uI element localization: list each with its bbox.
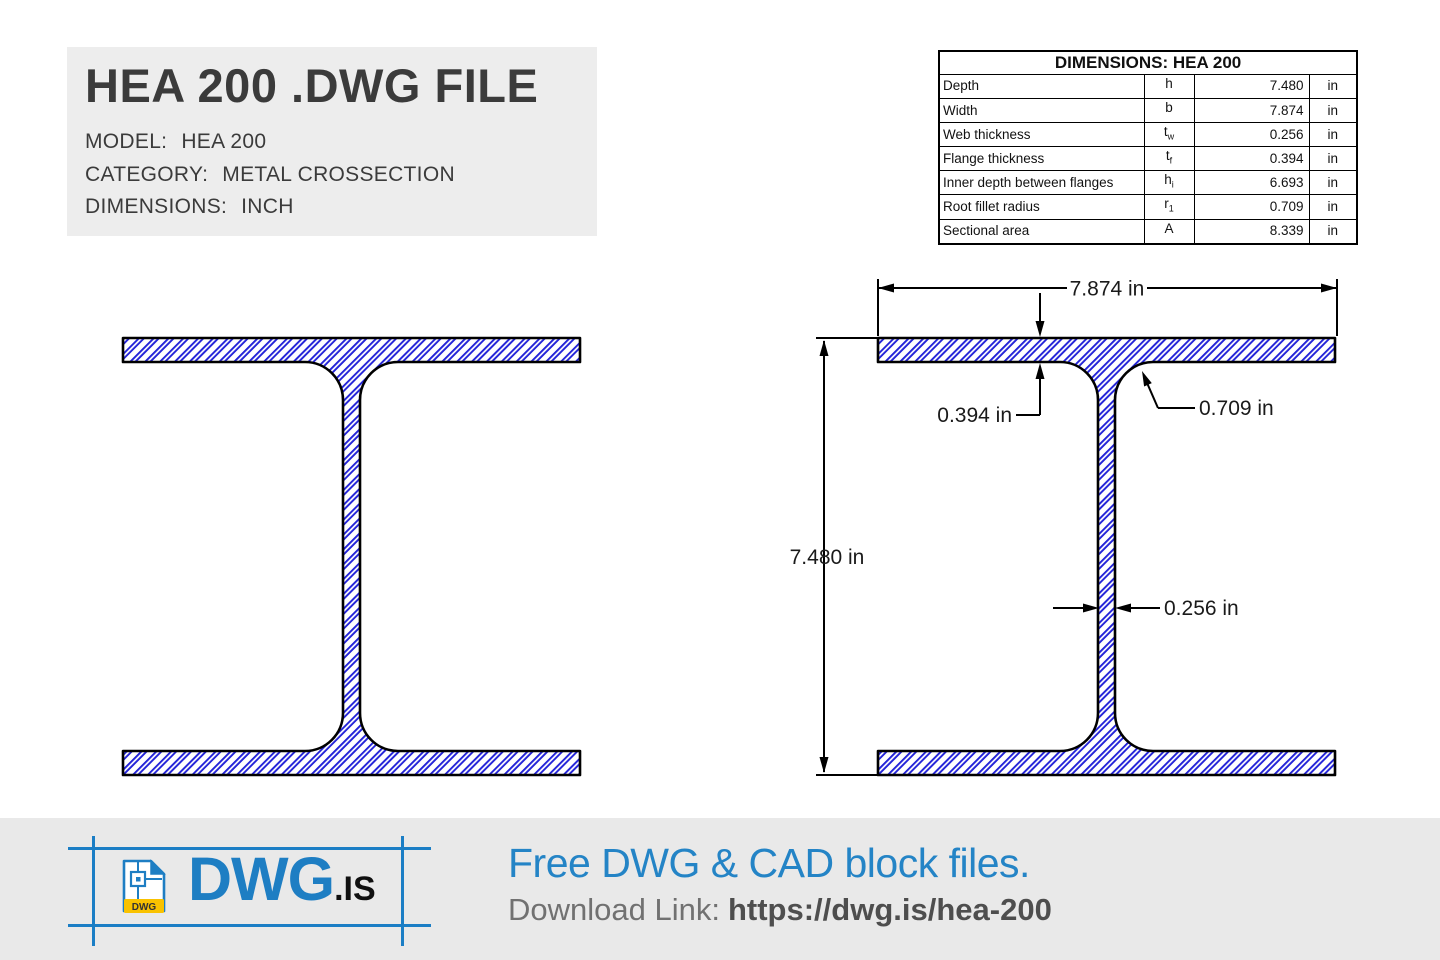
table-row: Depth h 7.480 in <box>938 73 1358 99</box>
download-line: Download Link:https://dwg.is/hea-200 <box>508 892 1052 928</box>
dwg-file-icon: DWG <box>122 859 166 913</box>
dwg-badge-label: DWG <box>132 902 157 913</box>
row-name: Width <box>938 97 1145 123</box>
crop-mark-right-line <box>401 836 404 946</box>
table-title: DIMENSIONS: HEA 200 <box>938 50 1358 75</box>
row-unit: in <box>1308 97 1358 123</box>
download-label: Download Link: <box>508 892 720 927</box>
flange-thickness-dimension: 0.394 in <box>937 293 1045 427</box>
table-row: Width b 7.874 in <box>938 97 1358 123</box>
spec-category-label: CATEGORY: <box>85 162 209 186</box>
height-dimension: 7.480 in <box>790 337 877 776</box>
footer-bar: DWG DWG.IS Free DWG & CAD block files. D… <box>0 818 1440 960</box>
row-name: Sectional area <box>938 218 1145 245</box>
ibeam-cross-section <box>876 336 1337 777</box>
crop-mark-left-line <box>92 836 95 946</box>
spec-category: CATEGORY: METAL CROSSECTION <box>85 159 597 192</box>
row-symbol: tf <box>1143 146 1195 172</box>
arrowhead-diagonal-icon <box>1142 371 1152 387</box>
row-value: 0.394 <box>1193 146 1310 172</box>
row-symbol: r1 <box>1143 194 1195 220</box>
ibeam-cross-section <box>121 336 582 777</box>
arrowhead-down-icon <box>819 757 829 773</box>
width-dimension: 7.874 in <box>877 278 1338 336</box>
footer-tagline: Free DWG & CAD block files. <box>508 840 1030 886</box>
table-header-row: DIMENSIONS: HEA 200 <box>938 50 1358 75</box>
row-value: 6.693 <box>1193 170 1310 196</box>
spec-model-value: HEA 200 <box>181 130 267 154</box>
row-symbol: hi <box>1143 170 1195 196</box>
row-name: Root fillet radius <box>938 194 1145 220</box>
crop-mark-top-line <box>68 847 431 850</box>
table-row: Web thickness tw 0.256 in <box>938 121 1358 148</box>
row-name: Depth <box>938 73 1145 99</box>
width-dimension-label: 7.874 in <box>1070 278 1145 301</box>
row-value: 0.709 <box>1193 194 1310 220</box>
fillet-radius-label: 0.709 in <box>1199 397 1274 420</box>
dimensions-table: DIMENSIONS: HEA 200 Depth h 7.480 in Wid… <box>938 50 1359 245</box>
row-value: 7.480 <box>1193 73 1310 99</box>
row-unit: in <box>1308 121 1358 148</box>
table-row: Flange thickness tf 0.394 in <box>938 146 1358 172</box>
row-symbol: b <box>1143 97 1195 123</box>
logo-is-text: .IS <box>334 870 376 908</box>
title-block: HEA 200 .DWG FILE MODEL: HEA 200 CATEGORY… <box>67 47 597 236</box>
ibeam-drawing-plain <box>121 336 582 777</box>
row-name: Flange thickness <box>938 146 1145 172</box>
spec-rows: MODEL: HEA 200 CATEGORY: METAL CROSSECTION… <box>85 126 597 224</box>
spec-model-label: MODEL: <box>85 130 168 154</box>
row-value: 0.256 <box>1193 121 1310 148</box>
arrowhead-right-icon <box>1321 283 1337 293</box>
row-symbol: A <box>1143 218 1195 245</box>
fillet-radius-dimension: 0.709 in <box>1142 371 1274 420</box>
row-value: 8.339 <box>1193 218 1310 245</box>
spec-dimensions: DIMENSIONS: INCH <box>85 191 597 224</box>
spec-dimensions-label: DIMENSIONS: <box>85 195 228 219</box>
web-thickness-label: 0.256 in <box>1164 597 1239 620</box>
arrowhead-up-icon <box>819 340 829 356</box>
web-thickness-dimension: 0.256 in <box>1053 597 1239 620</box>
arrowhead-down-icon <box>1035 321 1045 337</box>
row-unit: in <box>1308 170 1358 196</box>
table-row: Inner depth between flanges hi 6.693 in <box>938 170 1358 196</box>
table-row: Sectional area A 8.339 in <box>938 218 1358 245</box>
row-unit: in <box>1308 73 1358 99</box>
row-unit: in <box>1308 146 1358 172</box>
row-name: Web thickness <box>938 121 1145 148</box>
ibeam-drawing-dimensioned: 7.874 in 7.480 in 0.394 in 0.709 in <box>790 278 1338 777</box>
logo-dwg-text: DWG <box>188 845 335 913</box>
spec-model: MODEL: HEA 200 <box>85 126 597 159</box>
crop-mark-bottom-line <box>68 924 431 927</box>
row-unit: in <box>1308 194 1358 220</box>
arrowhead-left-icon <box>878 283 894 293</box>
row-unit: in <box>1308 218 1358 245</box>
arrowhead-right-icon <box>1083 603 1099 613</box>
table-row: Root fillet radius r1 0.709 in <box>938 194 1358 220</box>
download-url-link[interactable]: https://dwg.is/hea-200 <box>727 892 1052 927</box>
spec-dimensions-value: INCH <box>241 195 294 219</box>
row-symbol: tw <box>1143 121 1195 148</box>
arrowhead-up-icon <box>1035 363 1045 379</box>
flange-thickness-label: 0.394 in <box>937 404 1012 427</box>
height-dimension-label: 7.480 in <box>790 546 865 569</box>
row-symbol: h <box>1143 73 1195 99</box>
row-name: Inner depth between flanges <box>938 170 1145 196</box>
spec-category-value: METAL CROSSECTION <box>222 162 455 186</box>
page-title: HEA 200 .DWG FILE <box>85 59 539 112</box>
dwg-logo: DWG.IS <box>188 844 376 914</box>
arrowhead-left-icon <box>1115 603 1131 613</box>
row-value: 7.874 <box>1193 97 1310 123</box>
